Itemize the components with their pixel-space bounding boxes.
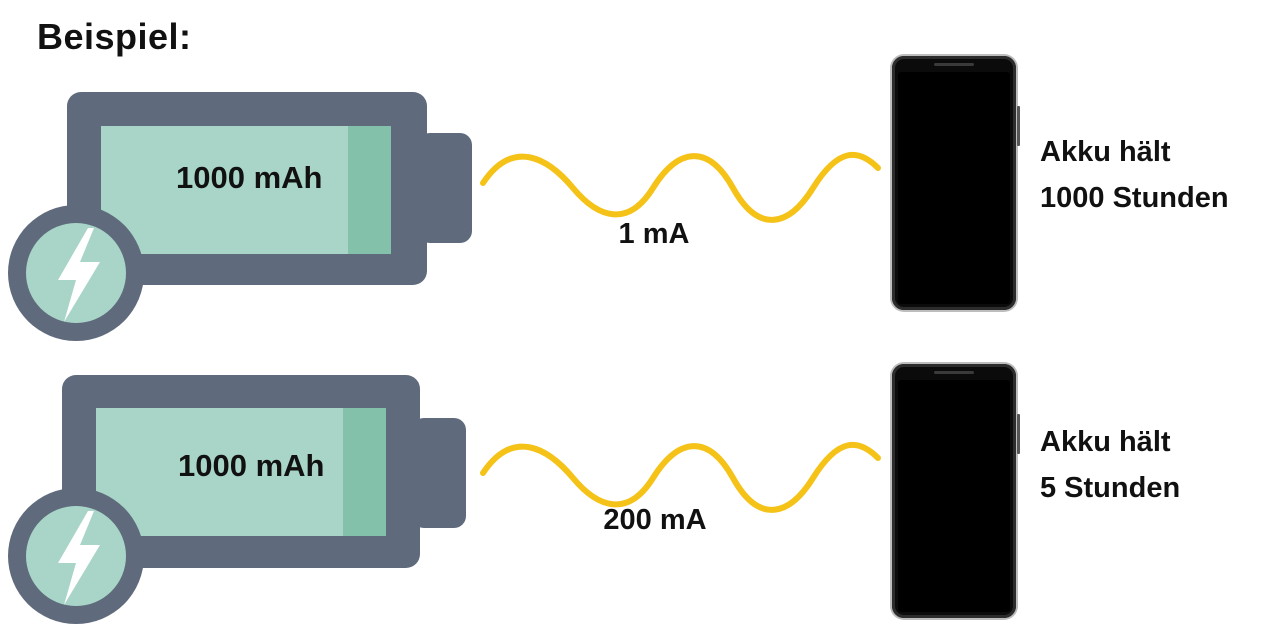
- current-label: 200 mA: [603, 504, 707, 536]
- example-row-1: 1000 mAh 1 mA Akku hält 1000 Stunden: [0, 0, 1275, 341]
- current-wave: [480, 441, 881, 513]
- smartphone-icon: [892, 364, 1020, 618]
- result-line-1: Akku hält: [1040, 136, 1171, 168]
- result-line-1: Akku hält: [1040, 426, 1171, 458]
- result-line-2: 1000 Stunden: [1040, 182, 1229, 214]
- lightning-icon: [8, 205, 144, 341]
- example-row-2: 1000 mAh 200 mA Akku hält 5 Stunden: [0, 290, 1275, 624]
- result-text: Akku hält 5 Stunden: [1040, 419, 1180, 511]
- battery-capacity-label: 1000 mAh: [178, 448, 325, 483]
- current-wave: [480, 151, 881, 223]
- battery-capacity-label: 1000 mAh: [176, 160, 323, 195]
- battery-icon: [8, 375, 466, 624]
- lightning-icon: [8, 488, 144, 624]
- smartphone-icon: [892, 56, 1020, 310]
- result-text: Akku hält 1000 Stunden: [1040, 129, 1229, 221]
- current-label: 1 mA: [618, 218, 690, 250]
- result-line-2: 5 Stunden: [1040, 472, 1181, 504]
- battery-icon: [8, 92, 472, 341]
- page-title: Beispiel:: [37, 16, 192, 57]
